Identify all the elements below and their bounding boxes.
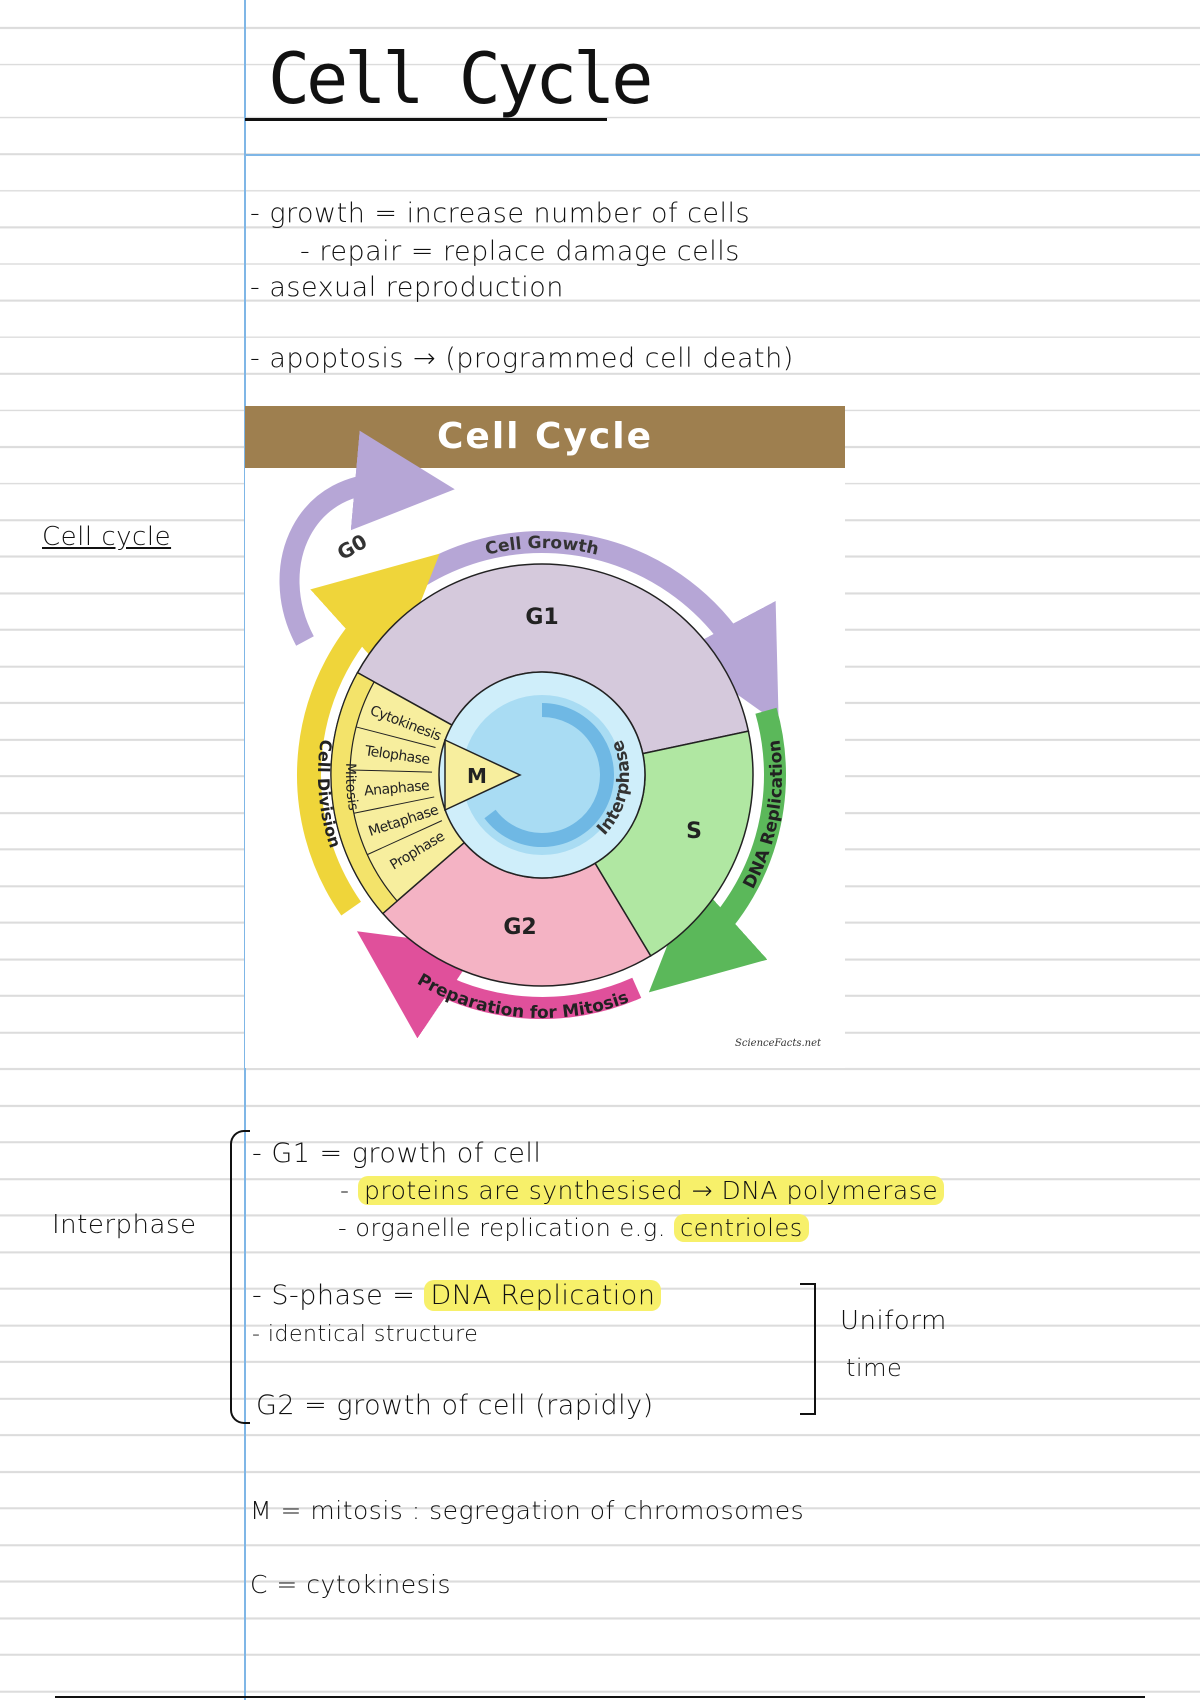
m-triangle xyxy=(444,738,522,812)
organelle-text: - organelle replication e.g. xyxy=(338,1214,666,1242)
header-line xyxy=(245,154,1200,156)
svg-text:Mitosis: Mitosis xyxy=(342,763,361,812)
label-g1: G1 xyxy=(525,605,558,630)
bottom-line xyxy=(55,1696,1145,1698)
mitosis-band xyxy=(330,671,398,915)
label-s: S xyxy=(686,819,702,844)
diagram-header: Cell Cycle xyxy=(245,406,845,468)
interphase-arrow xyxy=(484,703,614,847)
s-phase-label: - S-phase = xyxy=(252,1280,416,1311)
g0-arrow xyxy=(279,430,455,646)
uniform-label: Uniform xyxy=(840,1306,947,1336)
stage-divider xyxy=(367,820,443,856)
cell-cycle-diagram: Cell Cycle G1 S G2 M G0 Cell Growth DNA … xyxy=(245,406,845,1068)
stage-divider xyxy=(350,769,433,773)
stage-anaphase: Anaphase xyxy=(363,778,429,800)
title-underline xyxy=(245,118,607,121)
preparation-arrow xyxy=(356,931,642,1039)
cell-division-arrow xyxy=(297,553,440,916)
note-cytokinesis: C = cytokinesis xyxy=(250,1570,452,1599)
side-label-cell-cycle: Cell cycle xyxy=(42,522,172,552)
highlight-centrioles: centrioles xyxy=(673,1214,809,1242)
note-g1: - G1 = growth of cell xyxy=(252,1138,542,1169)
label-mitosis: Mitosis xyxy=(342,763,361,812)
highlight-proteins: proteins are synthesised → DNA polymeras… xyxy=(357,1176,945,1205)
note-g2: G2 = growth of cell (rapidly) xyxy=(256,1390,654,1421)
sciencefacts-logo: ScienceFacts.net xyxy=(735,1038,822,1049)
note-repair: - repair = replace damage cells xyxy=(300,236,740,267)
svg-text:Cell Growth: Cell Growth xyxy=(483,533,600,560)
side-label-interphase: Interphase xyxy=(52,1210,197,1240)
cycle-svg: G1 S G2 M G0 Cell Growth DNA Replication… xyxy=(279,430,787,1039)
note-g1-proteins: - proteins are synthesised → DNA polymer… xyxy=(340,1176,945,1205)
dna-replication-arrow xyxy=(648,707,786,993)
stage-divider xyxy=(353,796,435,814)
uniform-bracket xyxy=(800,1283,816,1415)
note-s-detail: - identical structure xyxy=(252,1322,479,1347)
note-mitosis: M = mitosis : segregation of chromosomes xyxy=(250,1496,805,1525)
note-growth: - growth = increase number of cells xyxy=(250,198,751,229)
note-apoptosis: - apoptosis → (programmed cell death) xyxy=(250,343,794,374)
stage-divider xyxy=(355,726,436,748)
note-g1-organelle: - organelle replication e.g. centrioles xyxy=(338,1214,809,1242)
interphase-core xyxy=(462,695,622,855)
label-cell-growth: Cell Growth xyxy=(483,533,600,560)
page-title: Cell Cycle xyxy=(268,38,653,120)
label-g2: G2 xyxy=(503,915,536,940)
note-s-phase: - S-phase = DNA Replication xyxy=(252,1280,662,1311)
mitosis-stage-dividers xyxy=(350,726,443,856)
interphase-bracket xyxy=(230,1130,250,1424)
highlight-dna-replication: DNA Replication xyxy=(424,1280,662,1311)
bullet: - xyxy=(340,1176,350,1205)
label-m: M xyxy=(467,764,487,788)
note-asexual: - asexual reproduction xyxy=(250,272,564,303)
time-label: time xyxy=(846,1354,903,1382)
label-g0: G0 xyxy=(333,529,371,565)
